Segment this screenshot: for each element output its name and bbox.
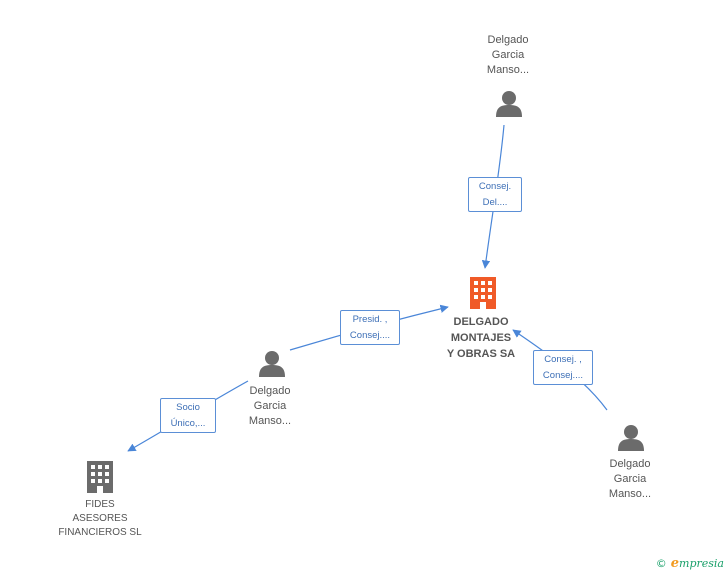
node-label-middle-person[interactable]: Delgado Garcia Manso... xyxy=(232,384,308,429)
label-line: ASESORES xyxy=(72,513,128,524)
label-line: Delgado xyxy=(487,34,529,46)
edge-label-line: Único,... xyxy=(170,418,206,429)
label-line: DELGADO xyxy=(453,316,509,328)
node-label-top-person[interactable]: Delgado Garcia Manso... xyxy=(470,33,546,78)
edge-label-line: Presid. , xyxy=(352,314,388,325)
label-line: FIDES xyxy=(85,499,115,510)
label-line: Manso... xyxy=(486,64,530,76)
building-icon[interactable] xyxy=(470,277,496,309)
label-line: Garcia xyxy=(613,473,647,485)
edge-label-fides[interactable]: Socio Único,... xyxy=(160,398,216,433)
edge-label-line: Consej. xyxy=(478,181,512,192)
label-line: FINANCIEROS SL xyxy=(58,527,142,538)
person-icon[interactable] xyxy=(259,351,285,377)
copyright-symbol: © xyxy=(655,557,667,570)
edge-label-line: Consej.... xyxy=(349,330,391,341)
brand-name: mpresia xyxy=(679,557,724,570)
node-label-center-company[interactable]: DELGADO MONTAJES Y OBRAS SA xyxy=(436,314,526,362)
label-line: Delgado xyxy=(249,385,291,397)
node-label-right-person[interactable]: Delgado Garcia Manso... xyxy=(592,457,668,502)
edge-label-line: Del.... xyxy=(482,197,508,208)
edge-label-right[interactable]: Consej. , Consej.... xyxy=(533,350,593,385)
person-icon[interactable] xyxy=(618,425,644,451)
edge-label-line: Consej.... xyxy=(542,370,584,381)
empresia-logo: ©empresia xyxy=(656,556,724,571)
building-icon[interactable] xyxy=(87,461,113,493)
label-line: Y OBRAS SA xyxy=(446,348,516,360)
brand-initial: e xyxy=(670,556,680,571)
edge-label-middle[interactable]: Presid. , Consej.... xyxy=(340,310,400,345)
label-line: Manso... xyxy=(248,415,292,427)
label-line: Manso... xyxy=(608,488,652,500)
label-line: Delgado xyxy=(609,458,651,470)
label-line: MONTAJES xyxy=(450,332,512,344)
label-line: Garcia xyxy=(253,400,287,412)
edge-label-top[interactable]: Consej. Del.... xyxy=(468,177,522,212)
person-icon[interactable] xyxy=(496,91,522,117)
edge-label-line: Consej. , xyxy=(544,354,582,365)
node-label-fides-company[interactable]: FIDES ASESORES FINANCIEROS SL xyxy=(45,498,155,540)
label-line: Garcia xyxy=(491,49,525,61)
edge-label-line: Socio xyxy=(176,402,200,413)
